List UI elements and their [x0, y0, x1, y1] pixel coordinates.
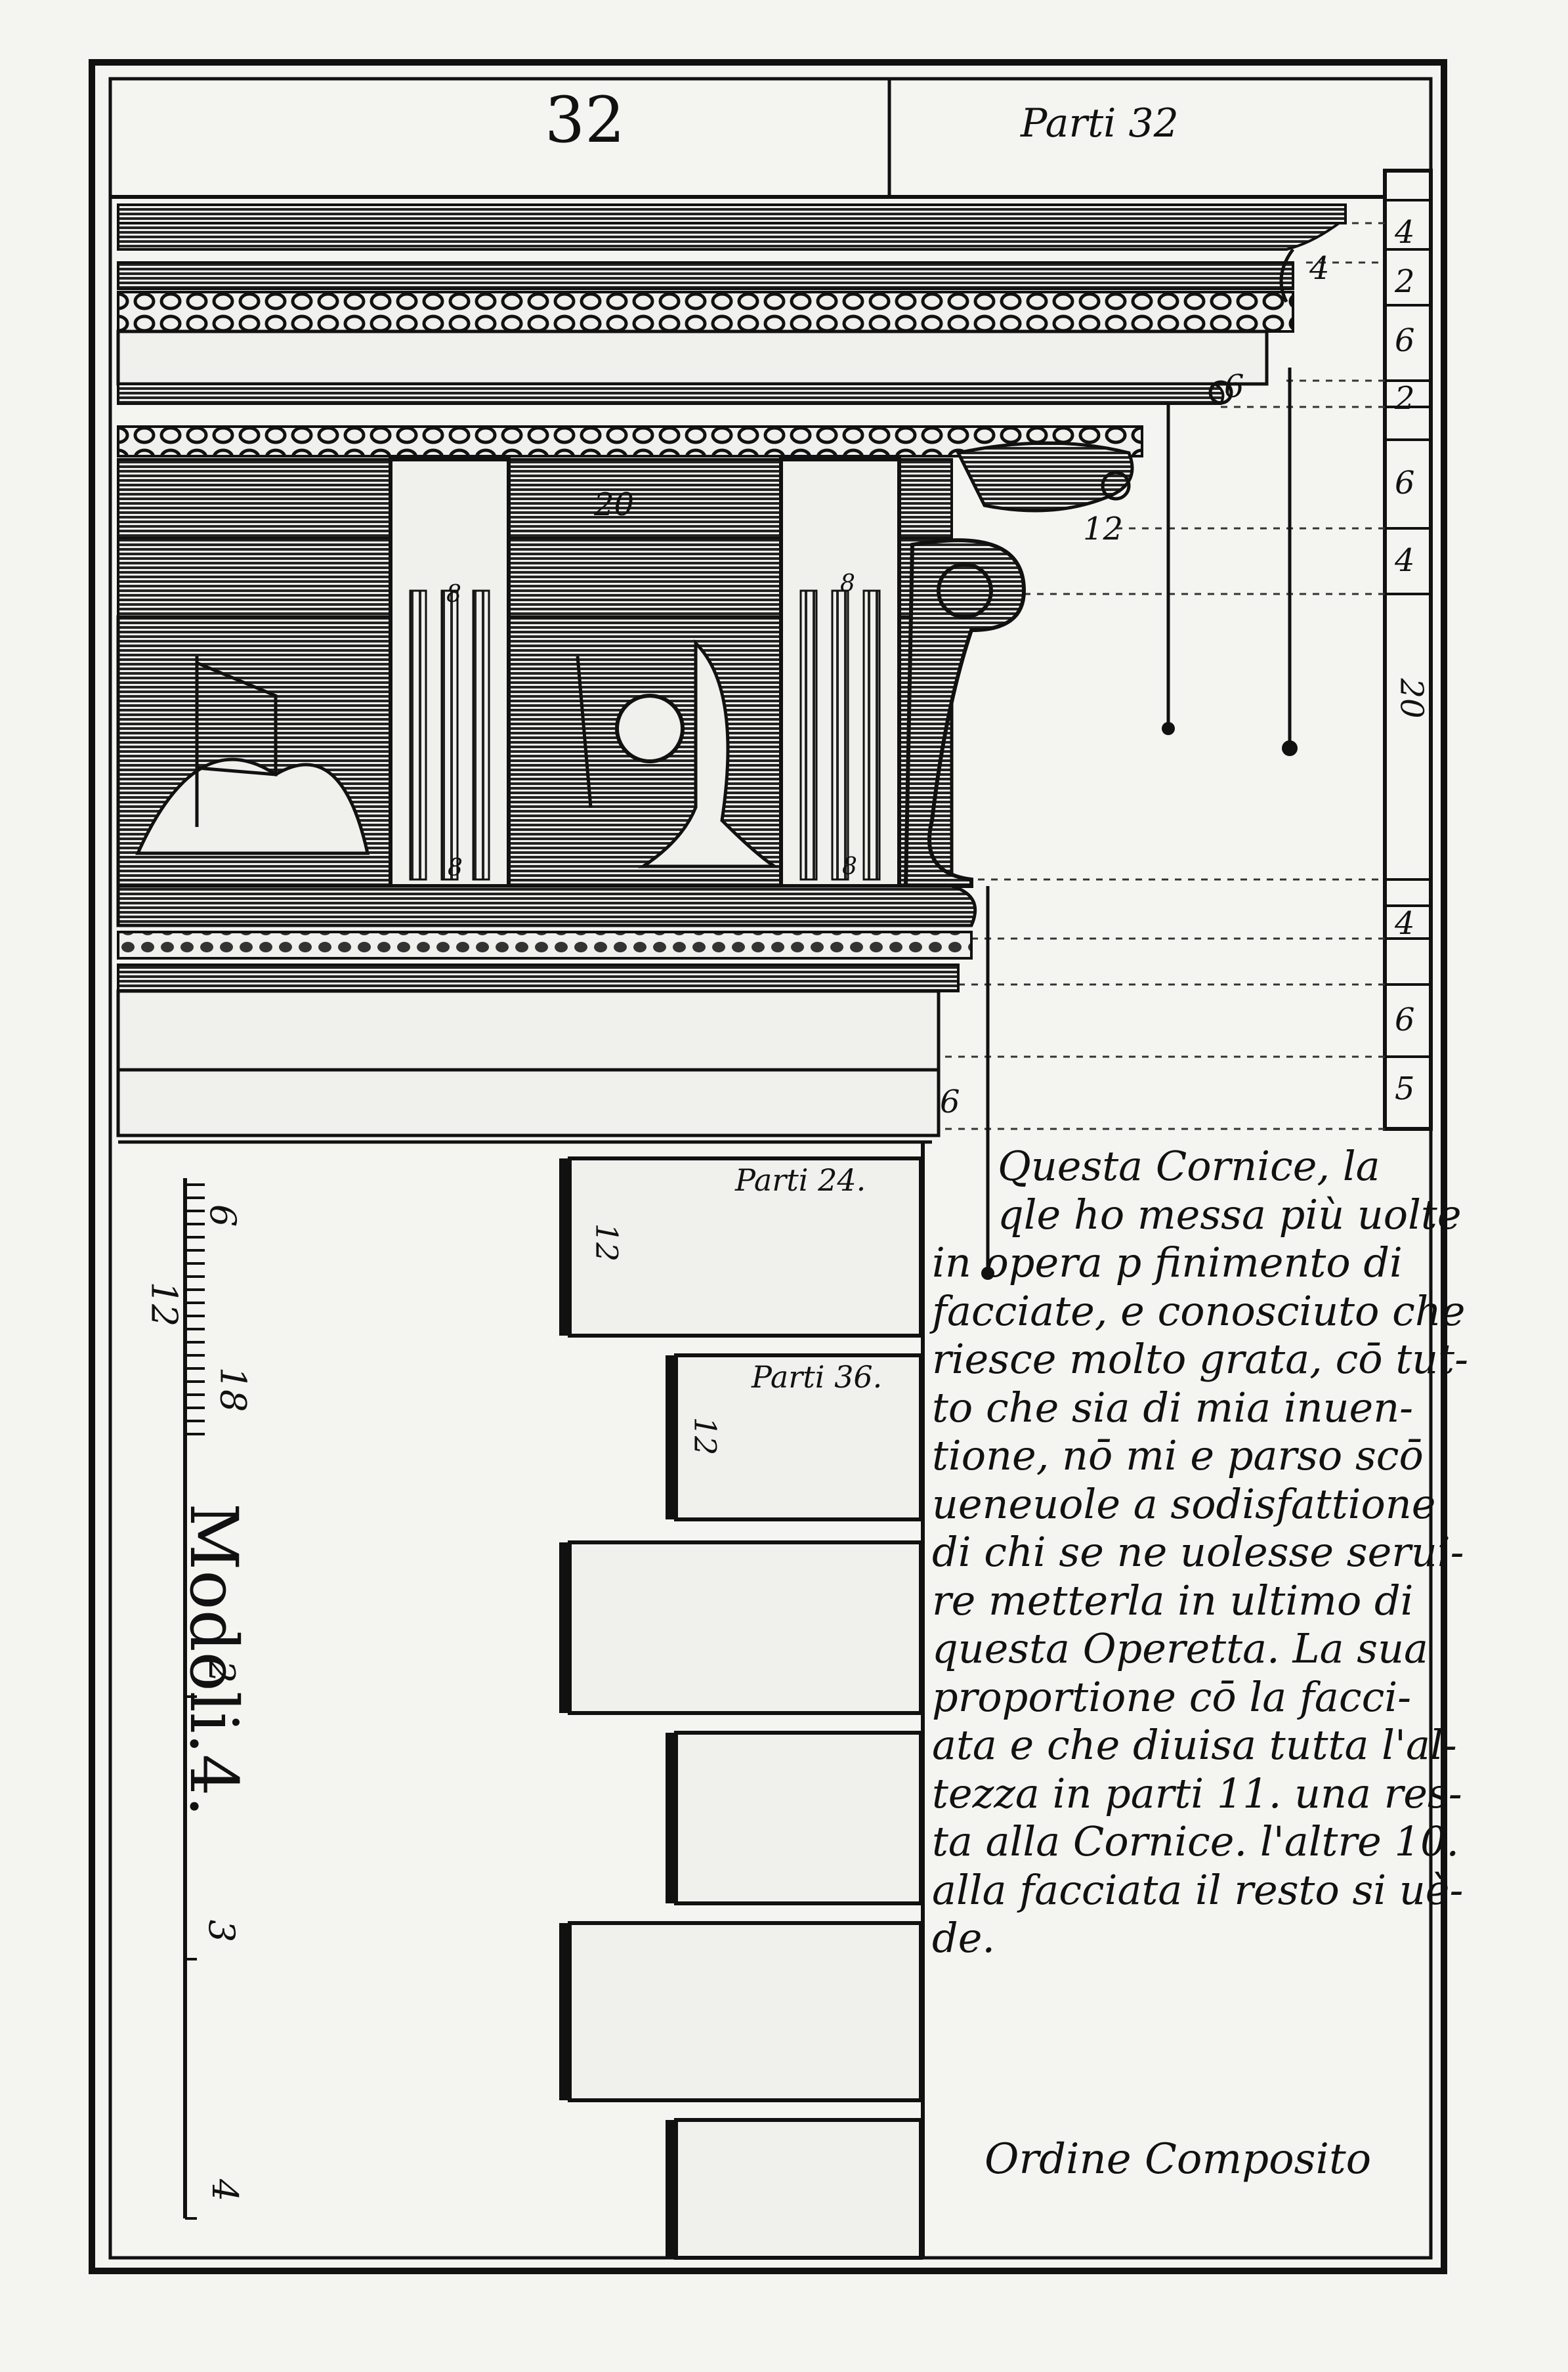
- dimension-label: 8: [448, 855, 463, 881]
- right-scale-number: 4: [1395, 905, 1415, 942]
- description-line: ata e che diuisa tutta l'al-: [932, 1721, 1457, 1769]
- top-block-value: 12: [589, 1223, 625, 1262]
- description-line: questa Operetta. La sua: [932, 1624, 1429, 1672]
- description-line: in opera p finimento di: [932, 1239, 1403, 1286]
- dimension-label: 6: [1224, 368, 1244, 405]
- right-scale-number: 6: [1395, 1002, 1415, 1038]
- description-line: riesce molto grata, cō tut-: [932, 1335, 1469, 1383]
- order-title: Ordine Composito: [985, 2135, 1372, 2184]
- description-line: re metterla in ultimo di: [932, 1576, 1414, 1624]
- description-line: to che sia di mia inuen-: [932, 1383, 1414, 1431]
- ruler-tick-label: 6: [202, 1204, 244, 1227]
- description-line: Questa Cornice, la: [998, 1142, 1380, 1190]
- ruler-tick-label: 4: [204, 2178, 246, 2202]
- dimension-label: 8: [840, 570, 855, 597]
- ruler-tick-label: 18: [212, 1366, 254, 1412]
- ruler-tick-label: 12: [143, 1281, 185, 1327]
- second-block-title: Parti 36.: [752, 1359, 883, 1395]
- right-scale-number: 5: [1395, 1070, 1415, 1107]
- dimension-label: 12: [1083, 511, 1124, 547]
- page-number: 32: [545, 83, 625, 157]
- dimension-label: 6: [940, 1084, 960, 1120]
- right-scale-number: 6: [1395, 322, 1415, 359]
- second-block-value: 12: [687, 1416, 723, 1456]
- right-scale-number: 2: [1395, 263, 1415, 300]
- right-scale-number: 4: [1395, 542, 1415, 579]
- description-text: Questa Cornice, la qle ho messa più uolt…: [932, 1142, 1468, 1962]
- dimension-label: 8: [446, 581, 461, 608]
- description-line: ueneuole a sodisfattione: [932, 1479, 1436, 1528]
- description-line: proportione cō la facci-: [932, 1672, 1412, 1721]
- right-scale-number: 20: [1393, 678, 1430, 719]
- ruler-tick-label: 3: [201, 1919, 243, 1943]
- description-line: di chi se ne uolesse serui-: [932, 1528, 1464, 1576]
- description-line: tione, nō mi e parso scō: [932, 1431, 1424, 1479]
- ruler-tick-label: 2: [201, 1660, 243, 1684]
- right-scale-number: 2: [1395, 380, 1415, 417]
- description-line: alla facciata il resto si uè-: [932, 1865, 1464, 1914]
- description-line: tezza in parti 11. una res-: [932, 1769, 1462, 1817]
- dimension-label: 8: [842, 853, 857, 880]
- description-line: de.: [932, 1914, 996, 1962]
- top-block-title: Parti 24.: [735, 1162, 866, 1198]
- parti-header-label: Parti 32: [1021, 100, 1179, 146]
- dimension-label: 20: [594, 486, 635, 523]
- right-scale-number: 4: [1395, 214, 1415, 251]
- right-scale-number: 6: [1395, 465, 1415, 501]
- dimension-label: 4: [1309, 250, 1330, 287]
- description-line: qle ho messa più uolte: [998, 1190, 1462, 1239]
- description-line: ta alla Cornice. l'altre 10.: [932, 1817, 1460, 1865]
- description-line: facciate, e conosciuto che: [932, 1286, 1466, 1335]
